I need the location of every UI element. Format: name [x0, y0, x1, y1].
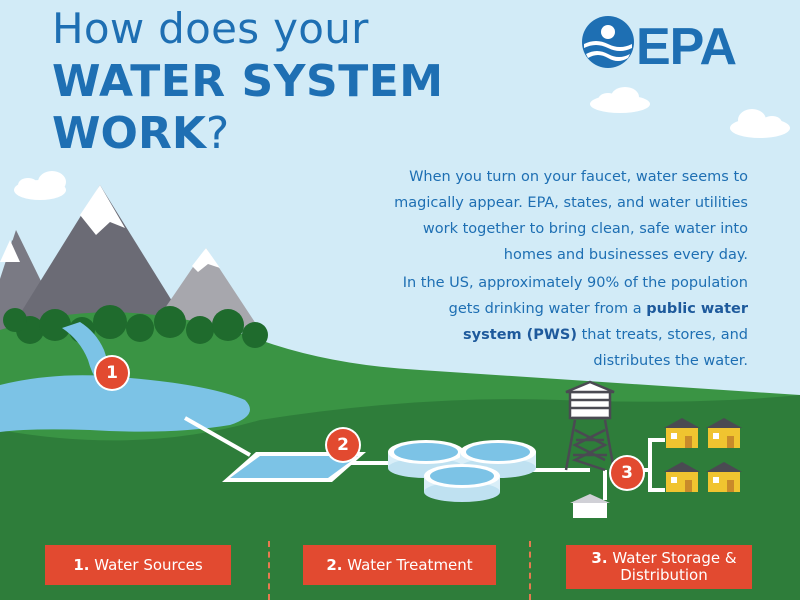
intro-paragraph-1: When you turn on your faucet, water seem…: [394, 169, 748, 263]
step-badge-1: 1: [96, 357, 128, 389]
epa-logo-text: EPA: [636, 18, 737, 74]
label-water-sources: 1. Water Sources: [45, 545, 231, 585]
intro-paragraph-2-bold: public water system (PWS): [463, 301, 748, 343]
label-water-storage-distribution: 3. Water Storage & Distribution: [566, 545, 752, 589]
cloud-icon: [730, 109, 790, 138]
label-text: Water Sources: [94, 555, 203, 574]
epa-logo: EPA: [578, 10, 748, 76]
clarifier-tank-icon: [460, 440, 536, 478]
label-number: 2.: [326, 555, 343, 574]
cloud-icon: [590, 87, 650, 113]
divider: [268, 541, 270, 600]
intro-paragraph-2-part-2: that treats, stores, and distributes the…: [577, 327, 748, 369]
intro-paragraph-2-part-1: In the US, approximately 90% of the popu…: [402, 275, 748, 317]
divider: [529, 541, 531, 600]
house-icon: [706, 418, 742, 448]
label-number: 1.: [73, 555, 90, 574]
title-line-3: WORK?: [52, 112, 444, 156]
label-number: 3.: [591, 549, 608, 567]
title-line-3-bold: WORK: [52, 108, 206, 159]
house-icon: [664, 462, 700, 492]
title-line-3-rest: ?: [205, 108, 230, 159]
water-tower-icon: [564, 380, 616, 472]
cloud-icon: [14, 171, 66, 200]
step-badge-3: 3: [611, 457, 643, 489]
label-text: Water Treatment: [347, 555, 473, 574]
label-text: Water Storage & Distribution: [612, 549, 737, 584]
treatment-basin-icon: [222, 452, 366, 482]
step-badge-2: 2: [327, 429, 359, 461]
house-icon: [664, 418, 700, 448]
house-icon: [706, 462, 742, 492]
title-line-2: WATER SYSTEM: [52, 56, 444, 107]
label-water-treatment: 2. Water Treatment: [303, 545, 496, 585]
clarifier-tank-icon: [424, 464, 500, 502]
epa-logo-icon: EPA: [582, 16, 738, 76]
intro-paragraph-2: In the US, approximately 90% of the popu…: [388, 270, 748, 374]
title-line-1: How does your: [52, 4, 369, 53]
page-title: How does your WATER SYSTEM WORK?: [52, 8, 444, 156]
pump-house-icon: [570, 494, 610, 518]
